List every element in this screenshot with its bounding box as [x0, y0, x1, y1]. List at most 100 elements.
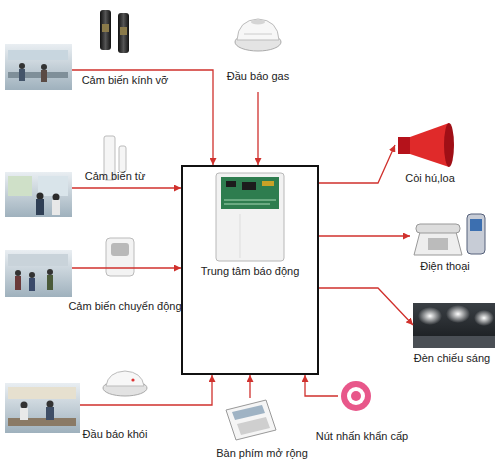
node-label: Điện thoại: [405, 260, 485, 273]
button-core: [351, 391, 361, 401]
photo-person: [19, 63, 25, 69]
photo-person: [36, 199, 44, 215]
button-housing: [341, 381, 371, 411]
photo-person: [47, 401, 54, 408]
node-label: Bàn phím mở rộng: [202, 447, 322, 460]
panel-body: [216, 173, 284, 261]
keypad-body: [226, 400, 276, 440]
node-label: Cảm biến từ: [65, 170, 165, 183]
sensor-node: Cảm biến kính vỡ: [5, 44, 72, 90]
node-label: Đầu báo khói: [65, 428, 165, 441]
photo-background: [5, 44, 72, 90]
signal-arrow: [249, 375, 250, 398]
photo-person: [47, 269, 53, 275]
photo-person: [47, 275, 53, 290]
emergency-button-icon: [341, 381, 371, 411]
photo-person: [21, 402, 28, 409]
output-node: Điện thoại: [410, 212, 490, 257]
photo-person: [52, 200, 60, 215]
photo-background: [5, 383, 80, 433]
alarm-panel-box: Trung tâm báo động: [181, 165, 319, 375]
detector-dome: [106, 371, 144, 386]
signal-arrow: [72, 70, 213, 165]
horn-mouth: [444, 123, 454, 167]
photo-person: [29, 272, 35, 278]
photo-counter: [8, 72, 68, 78]
detector-node: Đầu báo khói: [5, 383, 80, 433]
node-label: Đầu báo gas: [215, 70, 301, 83]
signal-arrow: [72, 267, 181, 268]
keypad-node: Bàn phím mở rộng: [222, 398, 277, 440]
signal-arrow: [80, 375, 212, 405]
mobile-screen: [470, 219, 482, 231]
light-glow: [418, 307, 442, 325]
node-label: Nút nhấn khẩn cấp: [302, 430, 422, 443]
node-label: Đèn chiếu sáng: [404, 352, 500, 365]
light-glow: [474, 310, 494, 326]
signal-arrow: [72, 187, 181, 188]
button-ring: [347, 387, 365, 405]
horn-driver: [398, 137, 410, 154]
smoke-detector-icon: [103, 371, 147, 396]
node-label: Cảm biến chuyển động: [60, 300, 190, 313]
sensor-lens: [102, 24, 109, 32]
photo-person: [37, 193, 44, 200]
sensor-lens: [120, 27, 127, 35]
photo-person: [41, 64, 47, 70]
detector-node: Đầu báo gas: [215, 8, 301, 92]
trace: [224, 200, 276, 201]
node-label: Cảm biến kính vỡ: [65, 74, 185, 87]
light-glow: [446, 305, 470, 323]
keypad-keys: [237, 417, 270, 435]
sensor-body: [118, 13, 129, 53]
photo-background: [5, 250, 72, 297]
photo-floor: [413, 336, 495, 348]
photo-person: [20, 408, 28, 420]
photo-window: [38, 176, 68, 196]
photo-wall: [8, 387, 76, 399]
keypad-icon: [226, 400, 276, 440]
photo-person: [41, 70, 47, 82]
node-label: Trung tâm báo động: [183, 265, 317, 278]
chip: [226, 181, 236, 187]
photo-wall: [8, 254, 68, 266]
lighting-photo: [413, 303, 495, 348]
signal-arrow: [305, 375, 338, 396]
photo-background: [5, 172, 72, 217]
node-label: Còi hú,loa: [390, 172, 470, 185]
alarm-panel-icon: [216, 173, 284, 261]
circuit-board: [221, 177, 279, 209]
signal-arrow: [319, 288, 413, 325]
photo-person: [53, 194, 60, 201]
trace: [224, 204, 270, 205]
photo-background: [413, 303, 495, 348]
motion-sensor-icon: [106, 238, 134, 276]
chip: [242, 182, 256, 190]
photo-window: [8, 50, 68, 60]
desk-phone-body: [414, 232, 462, 255]
office-photo: [5, 250, 72, 297]
detector-led: [131, 378, 134, 381]
photo-person: [15, 276, 21, 290]
phone-icon: [414, 214, 485, 255]
glass-break-sensor-icon: [100, 10, 129, 53]
button-node: Nút nhấn khẩn cấp: [338, 378, 374, 414]
output-node: Còi hú,loa: [395, 118, 455, 168]
siren-horn-icon: [398, 123, 454, 167]
sensor-body: [106, 238, 134, 276]
office-photo: [5, 44, 72, 90]
sensor-body: [100, 10, 111, 50]
sensor-lens: [111, 243, 129, 256]
keypad-display: [232, 405, 265, 420]
photo-desk: [8, 418, 76, 426]
gas-detector-icon: [235, 19, 281, 51]
photo-person: [29, 278, 35, 291]
office-photo: [5, 172, 72, 217]
detector-slot: [244, 34, 272, 35]
panel-seam: [240, 214, 241, 258]
detector-dome: [237, 19, 279, 40]
detector-top: [251, 20, 265, 25]
photo-person: [46, 407, 54, 420]
